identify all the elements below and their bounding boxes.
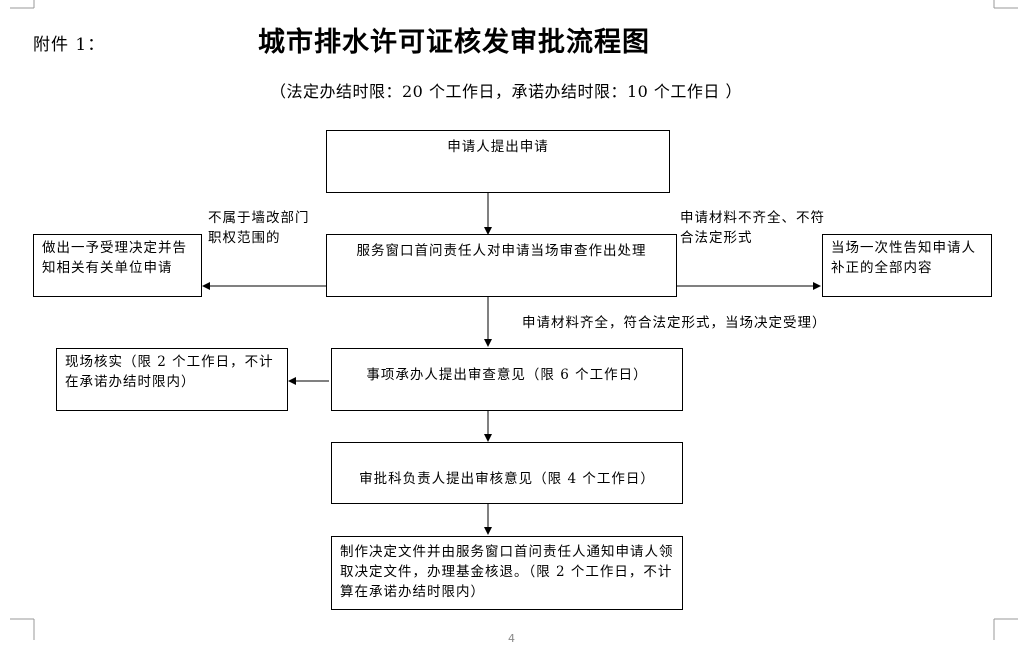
edge-label-not-in-scope: 不属于墙改部门职权范围的 xyxy=(208,210,310,246)
page-title: 城市排水许可证核发审批流程图 xyxy=(258,27,650,58)
node-supplement-text: 当场一次性告知申请人补正的全部内容 xyxy=(831,240,976,276)
node-window-review-text: 服务窗口首问责任人对申请当场审查作出处理 xyxy=(356,243,647,259)
corner-marks xyxy=(10,0,1018,640)
node-site-check-text: 现场核实（限 2 个工作日，不计在承诺办结时限内） xyxy=(65,354,274,390)
node-supplement: 当场一次性告知申请人补正的全部内容 xyxy=(822,234,992,297)
node-reject-text: 做出一予受理决定并告知相关有关单位申请 xyxy=(42,240,187,276)
attachment-label: 附件 1： xyxy=(33,35,106,55)
edge-label-incomplete: 申请材料不齐全、不符合法定形式 xyxy=(680,210,825,246)
node-decision: 制作决定文件并由服务窗口首问责任人通知申请人领取决定文件，办理基金核退。（限 2… xyxy=(331,536,683,610)
time-limit-subtitle: （法定办结时限：20 个工作日，承诺办结时限：10 个工作日 ） xyxy=(270,82,742,101)
node-handler-opinion-text: 事项承办人提出审查意见（限 6 个工作日） xyxy=(366,367,648,383)
node-handler-opinion: 事项承办人提出审查意见（限 6 个工作日） xyxy=(331,348,683,411)
page-number: 4 xyxy=(508,632,515,645)
node-window-review: 服务窗口首问责任人对申请当场审查作出处理 xyxy=(326,234,677,297)
node-decision-text: 制作决定文件并由服务窗口首问责任人通知申请人领取决定文件，办理基金核退。（限 2… xyxy=(340,544,674,600)
node-apply: 申请人提出申请 xyxy=(326,130,670,193)
edge-label-accepted: 申请材料齐全，符合法定形式，当场决定受理） xyxy=(522,315,827,331)
node-section-chief: 审批科负责人提出审核意见（限 4 个工作日） xyxy=(331,442,683,504)
node-reject: 做出一予受理决定并告知相关有关单位申请 xyxy=(33,234,202,297)
node-apply-text: 申请人提出申请 xyxy=(447,139,549,155)
node-site-check: 现场核实（限 2 个工作日，不计在承诺办结时限内） xyxy=(56,348,288,411)
node-section-chief-text: 审批科负责人提出审核意见（限 4 个工作日） xyxy=(359,471,655,487)
